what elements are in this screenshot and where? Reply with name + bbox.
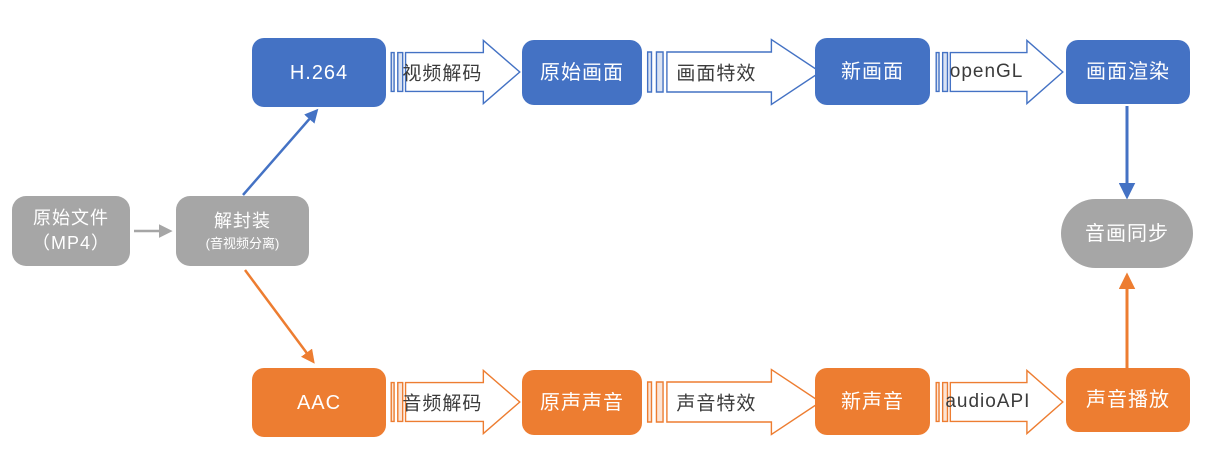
- striped-arrow-opengl: openGL: [935, 39, 1064, 105]
- node-source-file: 原始文件 （MP4）: [12, 196, 130, 266]
- node-raw-sound: 原声声音: [522, 370, 642, 435]
- connector-demux-to-aac: [243, 269, 315, 364]
- node-new-sound: 新声音: [815, 368, 930, 435]
- node-demux-line1: 解封装: [214, 211, 271, 232]
- striped-arrow-audioapi: audioAPI: [935, 369, 1064, 435]
- node-demux: 解封装 (音视频分离): [176, 196, 309, 266]
- node-raw-frame-label: 原始画面: [540, 61, 624, 84]
- node-new-frame: 新画面: [815, 38, 930, 105]
- striped-right-arrow-icon: [646, 38, 822, 106]
- node-demux-line2: (音视频分离): [205, 235, 280, 251]
- node-frame-render-label: 画面渲染: [1086, 61, 1170, 83]
- striped-right-arrow-icon: [390, 369, 521, 435]
- striped-right-arrow-icon: [646, 368, 822, 436]
- node-aac: AAC: [252, 368, 386, 437]
- node-new-frame-label: 新画面: [841, 60, 904, 83]
- arrow-label-audioapi: audioAPI: [945, 391, 1031, 412]
- node-new-sound-label: 新声音: [841, 390, 904, 413]
- node-h264-label: H.264: [289, 61, 349, 84]
- node-source-file-line1: 原始文件: [33, 207, 109, 228]
- striped-arrow-audio-decode: 音频解码: [390, 369, 521, 435]
- striped-arrow-video-decode: 视频解码: [390, 39, 521, 105]
- node-av-sync-label: 音画同步: [1085, 222, 1169, 245]
- striped-right-arrow-icon: [390, 39, 521, 105]
- arrow-label-audio-decode: 音频解码: [402, 393, 483, 415]
- node-h264: H.264: [252, 38, 386, 107]
- arrow-label-opengl: openGL: [949, 61, 1024, 82]
- node-sound-play: 声音播放: [1066, 368, 1190, 432]
- node-sound-play-label: 声音播放: [1086, 389, 1170, 411]
- node-source-file-line2: （MP4）: [31, 233, 110, 253]
- node-raw-sound-label: 原声声音: [540, 391, 624, 414]
- node-av-sync: 音画同步: [1061, 199, 1193, 268]
- striped-arrow-sound-effect: 声音特效: [646, 368, 822, 436]
- striped-right-arrow-icon: [935, 369, 1064, 435]
- node-frame-render: 画面渲染: [1066, 40, 1190, 104]
- striped-right-arrow-icon: [935, 39, 1064, 105]
- arrow-label-frame-effect: 画面特效: [676, 63, 757, 85]
- node-aac-label: AAC: [296, 391, 342, 414]
- node-raw-frame: 原始画面: [522, 40, 642, 105]
- striped-arrow-frame-effect: 画面特效: [646, 38, 822, 106]
- arrow-label-video-decode: 视频解码: [402, 63, 483, 85]
- arrow-label-sound-effect: 声音特效: [676, 393, 757, 415]
- connector-demux-to-h264: [242, 108, 319, 196]
